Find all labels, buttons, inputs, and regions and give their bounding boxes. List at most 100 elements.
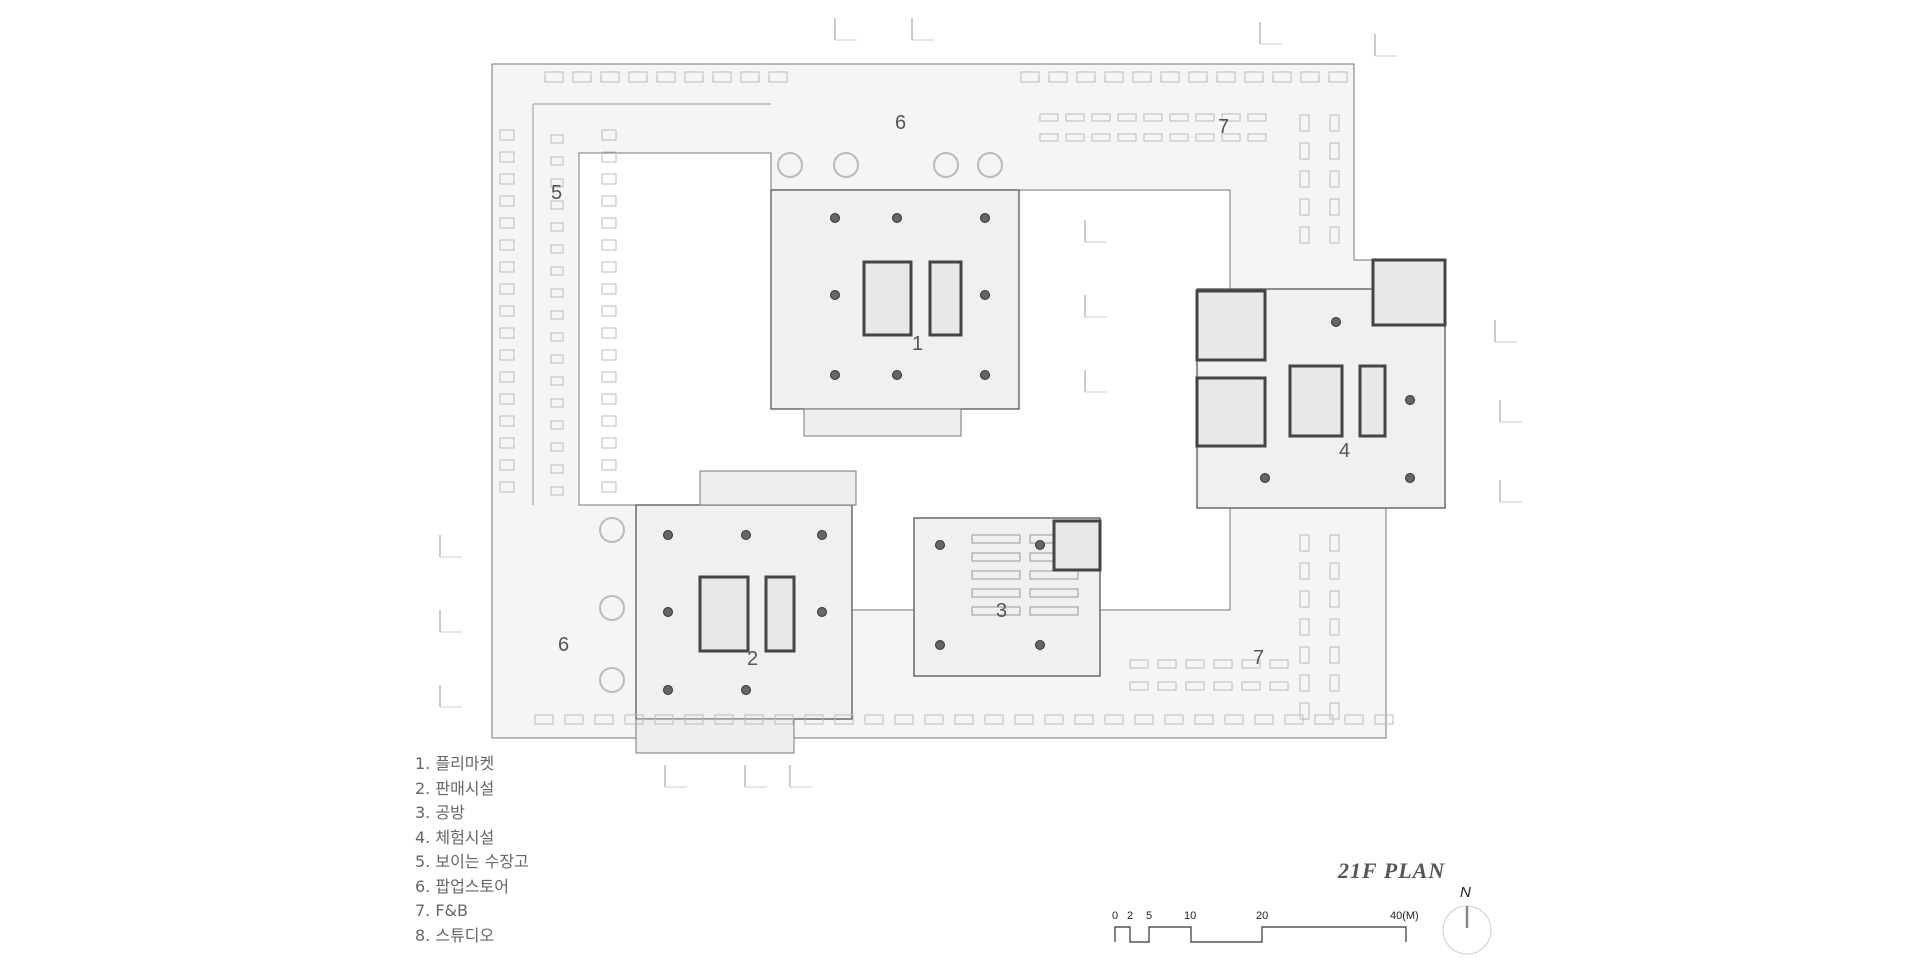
furniture-table <box>1299 142 1310 160</box>
columns <box>663 213 1415 695</box>
legend-item: 2. 판매시설 <box>415 778 495 798</box>
furniture-table <box>572 71 592 83</box>
furniture-table <box>1104 71 1124 83</box>
furniture-table <box>1216 71 1236 83</box>
furniture-table <box>712 71 732 83</box>
furniture-display <box>550 464 564 474</box>
furniture-table <box>628 71 648 83</box>
furniture-display <box>550 398 564 408</box>
furniture-table <box>1329 114 1340 132</box>
furniture-table <box>1164 714 1184 725</box>
furniture-display <box>601 349 617 361</box>
column <box>817 530 827 540</box>
furniture-table <box>1134 714 1154 725</box>
furniture-display <box>601 217 617 229</box>
furniture-table <box>1300 71 1320 83</box>
furniture-table <box>1014 714 1034 725</box>
dimension-marks <box>439 18 1522 788</box>
furniture-table <box>1269 681 1289 691</box>
plan-title: 21F PLAN <box>1338 858 1446 883</box>
furniture-display <box>601 151 617 163</box>
furniture-table <box>1169 113 1189 122</box>
furniture-table <box>1344 714 1364 725</box>
furniture-table <box>1329 170 1340 188</box>
furniture-table <box>564 714 584 725</box>
furniture-table <box>1039 133 1059 142</box>
column <box>935 540 945 550</box>
furniture-table <box>1117 113 1137 122</box>
furniture-table <box>1194 714 1214 725</box>
furniture-table <box>1188 71 1208 83</box>
column <box>663 607 673 617</box>
furniture-table <box>1299 618 1310 636</box>
north-label: N <box>1460 884 1471 901</box>
furniture-table <box>1299 562 1310 580</box>
furniture-table <box>534 714 554 725</box>
furniture-display <box>550 354 564 364</box>
scale-tick-label: 10 <box>1184 910 1197 922</box>
stair-block <box>803 408 962 437</box>
furniture-table <box>1185 659 1205 669</box>
furniture-display <box>601 437 617 449</box>
furniture-display <box>550 376 564 386</box>
furniture-table <box>1328 71 1348 83</box>
furniture-table <box>984 714 1004 725</box>
legend-item: 3. 공방 <box>415 803 465 822</box>
furniture-display <box>499 305 515 317</box>
workbench <box>971 606 1021 616</box>
furniture-table <box>600 71 620 83</box>
furniture-table <box>714 714 734 725</box>
furniture-table <box>1091 133 1111 142</box>
furniture-display <box>550 332 564 342</box>
furniture-display <box>499 217 515 229</box>
furniture-table <box>1272 71 1292 83</box>
column <box>663 530 673 540</box>
legend-item: 4. 체험시설 <box>415 827 495 847</box>
zone-label-7-top: 7 <box>1218 116 1230 138</box>
furniture-table <box>1224 714 1244 725</box>
furniture-display <box>550 486 564 496</box>
furniture-table <box>1247 133 1267 142</box>
column <box>892 213 902 223</box>
furniture-display <box>499 459 515 471</box>
furniture-table <box>1104 714 1124 725</box>
furniture-display <box>499 437 515 449</box>
furniture-display <box>550 222 564 232</box>
furniture-display <box>601 305 617 317</box>
column <box>1405 395 1415 405</box>
furniture-table <box>1044 714 1064 725</box>
furniture-display <box>499 151 515 163</box>
furniture-table <box>1299 226 1310 244</box>
furniture-table <box>1143 133 1163 142</box>
furniture-table <box>1195 133 1215 142</box>
core-elevator-stair <box>1195 376 1267 448</box>
furniture-table <box>684 71 704 83</box>
zone-label-2: 2 <box>747 648 759 670</box>
furniture-table <box>1185 681 1205 691</box>
furniture-table <box>834 714 854 725</box>
furniture-display <box>601 327 617 339</box>
furniture-table <box>1329 534 1340 552</box>
furniture-table <box>954 714 974 725</box>
furniture-display <box>601 129 617 141</box>
furniture-table <box>1374 714 1394 725</box>
furniture-table <box>804 714 824 725</box>
legend-item: 8. 스튜디오 <box>415 925 495 945</box>
furniture-table <box>924 714 944 725</box>
furniture-display <box>499 393 515 405</box>
furniture-table <box>1221 133 1241 142</box>
workbench <box>1029 606 1079 616</box>
round-table <box>977 152 1003 178</box>
furniture <box>499 71 1394 725</box>
furniture-table <box>1329 646 1340 664</box>
furniture-table <box>1039 113 1059 122</box>
furniture-table <box>1065 113 1085 122</box>
column <box>1405 473 1415 483</box>
column <box>741 530 751 540</box>
furniture-table <box>1299 114 1310 132</box>
furniture-table <box>1065 133 1085 142</box>
furniture-display <box>550 266 564 276</box>
column <box>980 290 990 300</box>
column <box>1035 540 1045 550</box>
